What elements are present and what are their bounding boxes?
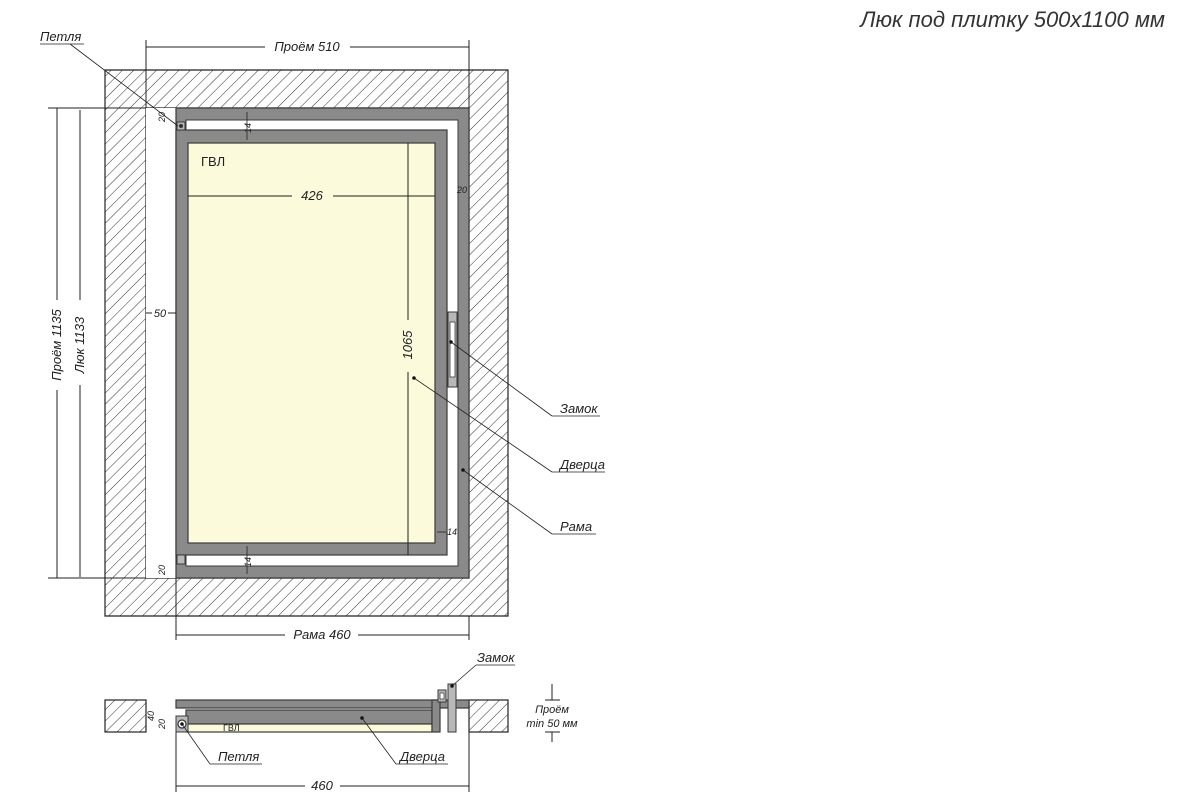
dim-section-40: 40 [146,711,156,721]
section-frame-top [175,699,470,709]
dim-gap-20-right: 20 [456,185,467,195]
dim-section-20: 20 [157,719,167,730]
dim-panel-height: 1065 [400,330,415,360]
hinge-label-front: Петля [40,29,81,44]
section-wall-left [104,699,147,733]
section-door [185,709,433,725]
section-view: ГВЛ 40 20 Замок Петля Дверца Проём min 5… [104,650,578,793]
section-wall-right [468,699,509,733]
gvl-label: ГВЛ [201,154,225,169]
dim-gap-14-right: 14 [447,527,457,537]
dim-gap-20-top: 20 [157,112,167,123]
section-gvl-label: ГВЛ [223,723,240,733]
dim-gap-14-bottom: 14 [243,557,253,567]
dim-section-width: 460 [311,778,333,793]
dim-hatch-height: Люк 1133 [72,316,87,374]
dim-gap-14-top: 14 [243,123,253,133]
section-lock-label: Замок [477,650,515,665]
opening-min-value: min 50 мм [526,718,578,730]
door-label: Дверца [558,457,605,472]
dim-opening-width: Проём 510 [274,39,340,54]
hinge-bottom-icon [176,554,186,565]
section-hinge-label: Петля [218,749,259,764]
lock-label: Замок [560,401,598,416]
drawing-title: Люк под плитку 500х1100 мм [858,7,1165,32]
dim-frame-width: Рама 460 [293,627,351,642]
opening-min-label: Проём [535,704,569,716]
front-view: Петля Проём 510 Проём 1135 Люк 1133 50 2… [40,29,605,642]
dim-opening-height: Проём 1135 [49,308,64,380]
frame-label: Рама [560,519,592,534]
section-lock [447,683,457,733]
dim-gap-50: 50 [154,308,167,320]
dim-gap-20-bottom: 20 [157,565,167,576]
gvl-panel [187,142,436,544]
hinge-leader [69,43,179,127]
section-door-label: Дверца [398,749,445,764]
dim-panel-width: 426 [301,188,323,203]
